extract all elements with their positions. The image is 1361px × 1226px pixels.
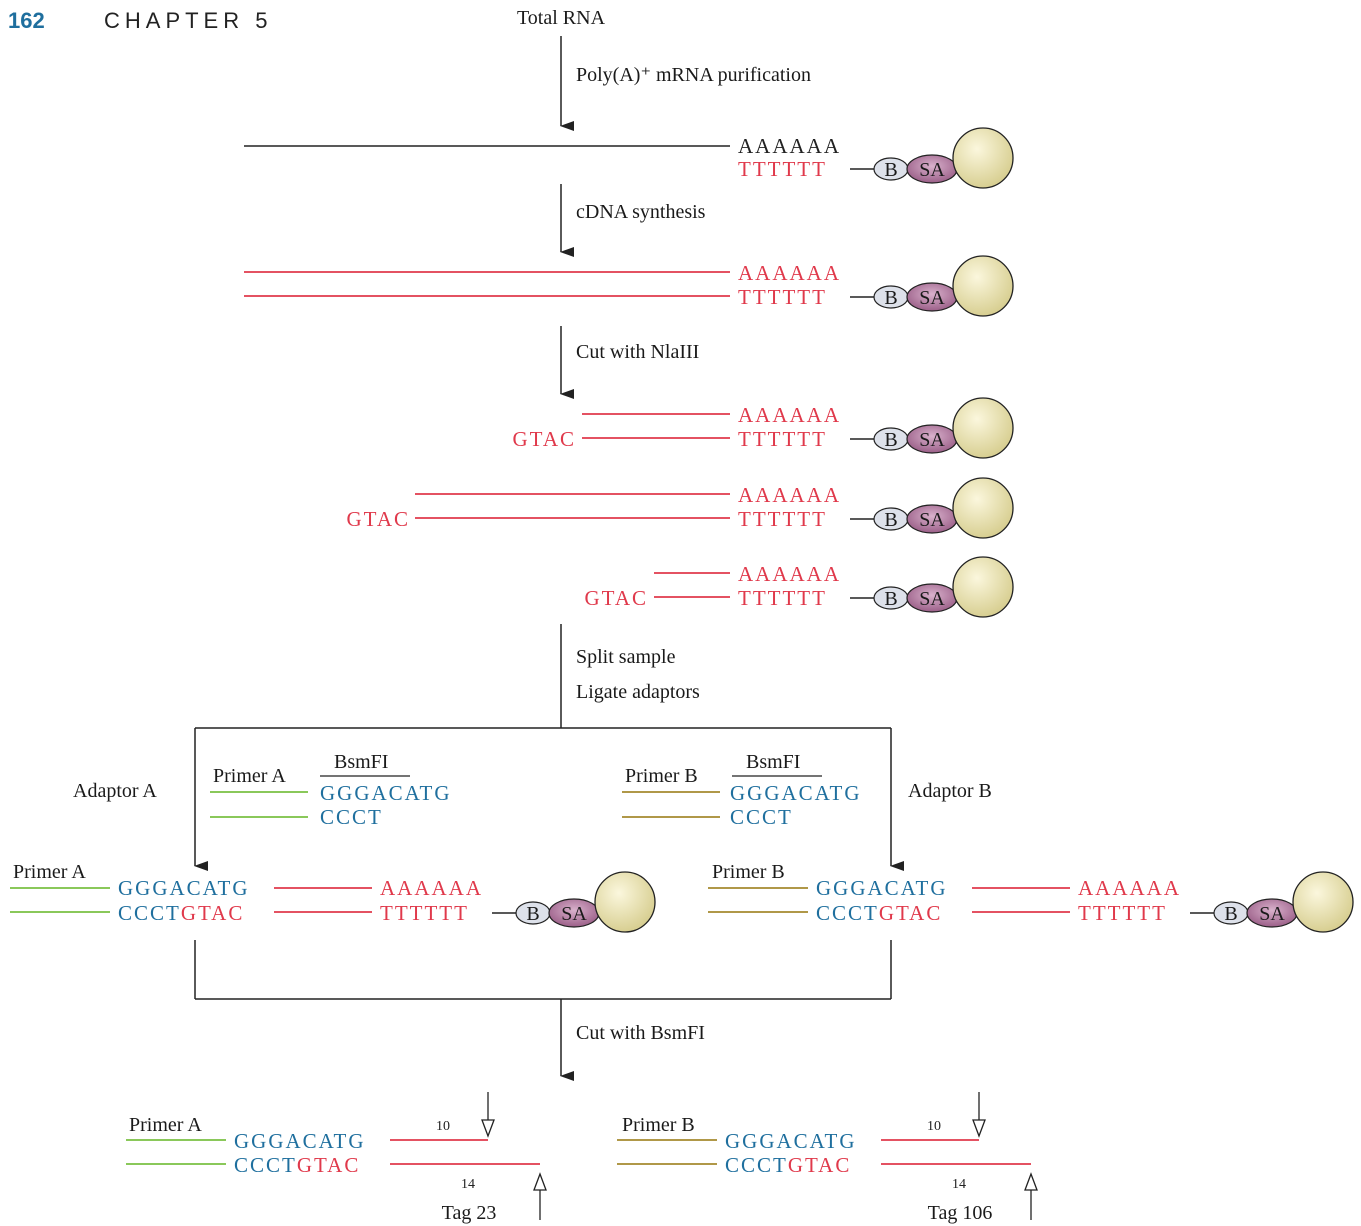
chapter-title: CHAPTER 5 [104,8,272,33]
step-split-sample: Split sample [576,646,676,668]
biotin-label: B [1224,903,1237,925]
oligo-dt: TTTTTT [738,586,827,610]
bsmfi-label: BsmFI [334,751,388,773]
adaptor-bottom-seq: CCCT [816,901,879,925]
oligo-dt: TTTTTT [380,901,469,925]
biotin-label: B [884,287,897,309]
step-polya-purification: Poly(A)⁺ mRNA purification [576,64,811,86]
tag-length-bottom: 14 [952,1177,966,1192]
polya-tail: AAAAAA [738,403,841,427]
streptavidin-label: SA [919,588,945,610]
adaptor-top-seq: GGGACATG [234,1129,366,1153]
step-cut-nlaiii: Cut with NlaIII [576,341,699,363]
adaptor-bottom-seq: CCCT [320,805,383,829]
ligated-bottom-seq: CCCTGTAC [725,1153,851,1177]
cut-arrow-up [533,1172,547,1220]
gtac-overhang: GTAC [788,1153,851,1177]
adaptor-bottom-seq: CCCT [118,901,181,925]
oligo-dt: TTTTTT [738,285,827,309]
polya-tail: AAAAAA [1078,876,1181,900]
tag-a-label: Tag 23 [442,1202,497,1224]
streptavidin-label: SA [919,509,945,531]
tag-b-label: Tag 106 [928,1202,993,1224]
cut-arrow-down [481,1092,495,1138]
step-cut-bsmfi: Cut with BsmFI [576,1022,705,1044]
biotin-label: B [884,509,897,531]
biotin-label: B [884,429,897,451]
step-cdna-synthesis: cDNA synthesis [576,201,706,223]
tag-length-top: 10 [927,1119,941,1134]
streptavidin-label: SA [919,159,945,181]
adaptor-top-seq: GGGACATG [816,876,948,900]
adaptor-top-seq: GGGACATG [725,1129,857,1153]
gtac-overhang: GTAC [513,427,576,451]
polya-tail: AAAAAA [738,562,841,586]
streptavidin-label: SA [1259,903,1285,925]
ligated-bottom-seq: CCCTGTAC [816,901,942,925]
primer-b-label: Primer B [712,861,785,883]
gtac-overhang: GTAC [297,1153,360,1177]
bsmfi-label: BsmFI [746,751,800,773]
cut-arrow-up [1024,1172,1038,1220]
adaptor-top-seq: GGGACATG [320,781,452,805]
primer-a-label: Primer A [13,861,86,883]
adaptor-a-label: Adaptor A [73,780,157,802]
adaptor-bottom-seq: CCCT [730,805,793,829]
polya-tail: AAAAAA [738,261,841,285]
streptavidin-label: SA [919,287,945,309]
ligated-bottom-seq: CCCTGTAC [118,901,244,925]
gtac-overhang: GTAC [181,901,244,925]
oligo-dt: TTTTTT [738,427,827,451]
primer-b-label: Primer B [625,765,698,787]
primer-a-label: Primer A [129,1114,202,1136]
biotin-label: B [884,159,897,181]
oligo-dt: TTTTTT [738,157,827,181]
biotin-label: B [526,903,539,925]
primer-b-label: Primer B [622,1114,695,1136]
oligo-dt: TTTTTT [738,507,827,531]
adaptor-bottom-seq: CCCT [725,1153,788,1177]
tag-length-top: 10 [436,1119,450,1134]
streptavidin-label: SA [919,429,945,451]
primer-a-label: Primer A [213,765,286,787]
polya-tail: AAAAAA [380,876,483,900]
streptavidin-label: SA [561,903,587,925]
adaptor-top-seq: GGGACATG [730,781,862,805]
polya-tail: AAAAAA [738,134,841,158]
oligo-dt: TTTTTT [1078,901,1167,925]
adaptor-top-seq: GGGACATG [118,876,250,900]
step-ligate-adaptors: Ligate adaptors [576,681,700,703]
polya-tail: AAAAAA [738,483,841,507]
adaptor-b-label: Adaptor B [908,780,992,802]
gtac-overhang: GTAC [347,507,410,531]
tag-length-bottom: 14 [461,1177,475,1192]
biotin-label: B [884,588,897,610]
page-number: 162 [8,8,45,33]
ligated-bottom-seq: CCCTGTAC [234,1153,360,1177]
step-total-rna: Total RNA [517,7,606,29]
gtac-overhang: GTAC [585,586,648,610]
adaptor-bottom-seq: CCCT [234,1153,297,1177]
gtac-overhang: GTAC [879,901,942,925]
cut-arrow-down [972,1092,986,1138]
